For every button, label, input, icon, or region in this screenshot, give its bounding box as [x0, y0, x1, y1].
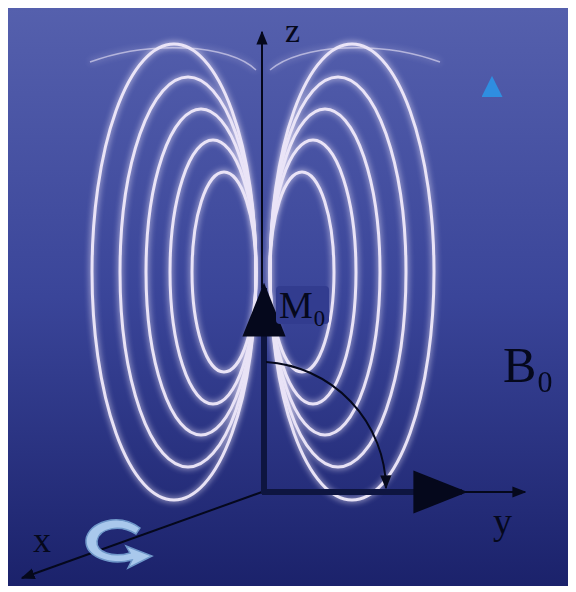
field-line — [146, 109, 256, 435]
axis-label: z — [282, 14, 303, 48]
field-line — [120, 77, 256, 467]
field-label: B₀ — [500, 340, 557, 390]
field-line — [270, 44, 434, 500]
vector-label: M₀ — [276, 286, 329, 324]
transverse-vector — [262, 489, 462, 495]
y-axis — [262, 491, 525, 493]
field-line — [170, 140, 256, 404]
x-axis — [22, 492, 262, 578]
field-line — [270, 172, 334, 372]
field-line — [90, 48, 256, 70]
field-line — [92, 44, 256, 500]
axis-label: x — [30, 522, 54, 558]
field-lines — [90, 44, 440, 500]
field-line — [270, 109, 380, 435]
rotation-arrow — [86, 520, 152, 568]
field-line — [270, 77, 406, 467]
axis-label: y — [490, 502, 515, 540]
field-line — [270, 48, 440, 70]
magnetization-vector — [261, 288, 267, 494]
background — [8, 8, 568, 586]
field-arrow — [489, 78, 496, 400]
tip-arc — [266, 362, 386, 488]
field-line — [192, 172, 256, 372]
